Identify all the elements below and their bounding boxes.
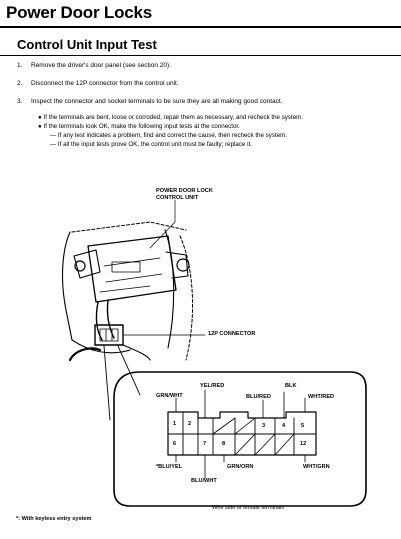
step-number: 2. [17,80,23,87]
wire-label-blu-red: BLU/RED [246,394,271,400]
connector-face-outline [167,411,317,456]
dash-icon: — [50,141,57,148]
diagram-drawing [62,199,367,507]
step-number: 3. [17,98,23,105]
detail-pointer-line [103,345,111,421]
unit-label-line2: CONTROL UNIT [156,195,199,201]
section-title: Control Unit Input Test [17,37,157,52]
door-frame-line [179,235,194,361]
wire-harness [95,299,115,341]
connector-label: 12P CONNECTOR [208,331,256,337]
footnote: *: With keyless entry system [16,516,92,522]
wire-harness [68,347,102,362]
wire-label-wht-red: WHT/RED [308,394,335,400]
connector-lead-wire [122,344,151,361]
mount-bolt [74,260,86,272]
door-panel-outline [62,231,131,354]
terminal-8: 8 [222,441,226,447]
step-text: Disconnect the 12P connector from the co… [31,80,179,87]
wire-label-grn-orn: GRN/ORN [227,464,254,470]
wire-label-grn-wht: GRN/WHT [156,393,183,399]
bullet-2: ● If the terminals look OK, make the fol… [38,123,240,131]
empty-cavity-mark [212,417,295,456]
bullet-text: If the terminals look OK, make the follo… [43,123,240,130]
bullet-text: If the terminals are bent, loose or corr… [43,114,304,121]
wire-label-blu-wht: BLU/WHT [191,478,217,484]
control-unit-chip [111,261,141,273]
sub-bullet-2: — If all the input tests prove OK, the c… [50,141,252,149]
connector-detail [99,328,119,342]
bullet-dot-icon: ● [38,114,42,121]
terminal-5: 5 [301,423,305,429]
terminal-12: 12 [300,441,307,447]
step-number: 1. [17,62,23,69]
control-unit-bracket [165,251,189,279]
wire-label-blu-yel: *BLU/YEL [156,464,183,470]
step-2: 2. Disconnect the 12P connector from the … [17,80,179,88]
terminal-2: 2 [188,421,192,427]
step-text: Inspect the connector and socket termina… [31,98,283,105]
sub-bullet-text: If all the input tests prove OK, the con… [57,141,252,148]
step-text: Remove the driver's door panel (see sect… [31,62,171,69]
terminal-6: 6 [173,441,177,447]
bullet-dot-icon: ● [38,123,42,130]
terminal-3: 3 [262,423,266,429]
control-unit-body [87,235,177,303]
dash-icon: — [50,132,57,139]
mount-bolt [176,258,190,272]
wiring-diagram: POWER DOOR LOCK CONTROL UNIT 12P CONNECT… [0,150,401,530]
control-unit-bracket [73,249,101,279]
terminal-1: 1 [173,421,177,427]
unit-label: POWER DOOR LOCK CONTROL UNIT [156,188,213,202]
detail-box [113,371,367,507]
unit-label-line1: POWER DOOR LOCK [156,188,213,194]
diagram-caption: Wire side of female terminals [212,505,285,511]
wire-label-yel-red: YEL/RED [200,383,225,389]
step-3: 3. Inspect the connector and socket termi… [17,98,282,106]
title-rule [0,26,401,28]
wire-label-blk: BLK [285,383,297,389]
section-rule [0,55,401,56]
step-1: 1. Remove the driver's door panel (see se… [17,62,171,70]
door-frame-line [71,221,187,233]
detail-pointer-line [117,345,141,396]
sub-bullet-text: If any test indicates a problem, find an… [57,132,287,139]
terminal-4: 4 [282,423,286,429]
control-unit-detail [99,257,163,293]
unit-callout-line [149,199,176,249]
wire-label-wht-grn: WHT/GRN [303,464,330,470]
page-title: Power Door Locks [6,3,153,22]
terminal-7: 7 [203,441,207,447]
sub-bullet-1: — If any test indicates a problem, find … [50,132,287,140]
bullet-1: ● If the terminals are bent, loose or co… [38,114,303,122]
